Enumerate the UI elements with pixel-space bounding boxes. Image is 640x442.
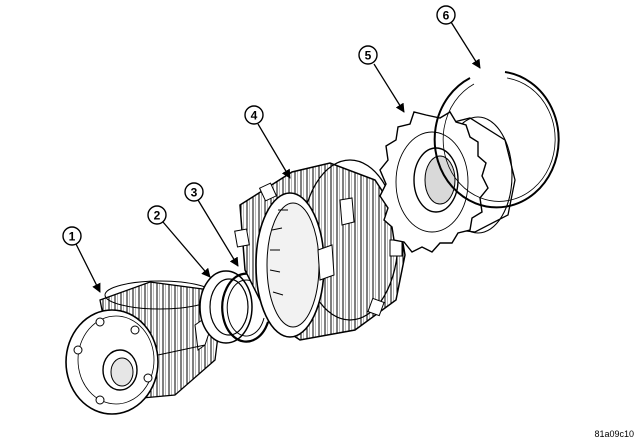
part-5-gear-plate <box>379 111 516 253</box>
part-4-drum <box>234 159 406 341</box>
leader-lines <box>75 21 481 293</box>
figure-code: 81a09c10 <box>594 429 634 439</box>
callout-label: 6 <box>443 9 450 23</box>
callout-label: 4 <box>251 109 258 123</box>
callout-3: 3 <box>184 182 204 202</box>
callout-5: 5 <box>358 45 378 65</box>
part-1-carrier <box>65 280 221 415</box>
callout-label: 1 <box>69 230 76 244</box>
part-2-thrust-washer <box>199 270 253 344</box>
callout-6: 6 <box>436 5 456 25</box>
callout-label: 5 <box>365 49 372 63</box>
callout-2: 2 <box>147 205 167 225</box>
callout-4: 4 <box>244 105 264 125</box>
part-6-snap-ring-large <box>433 71 560 209</box>
callout-label: 3 <box>191 186 198 200</box>
callout-label: 2 <box>154 209 161 223</box>
callout-1: 1 <box>62 226 82 246</box>
